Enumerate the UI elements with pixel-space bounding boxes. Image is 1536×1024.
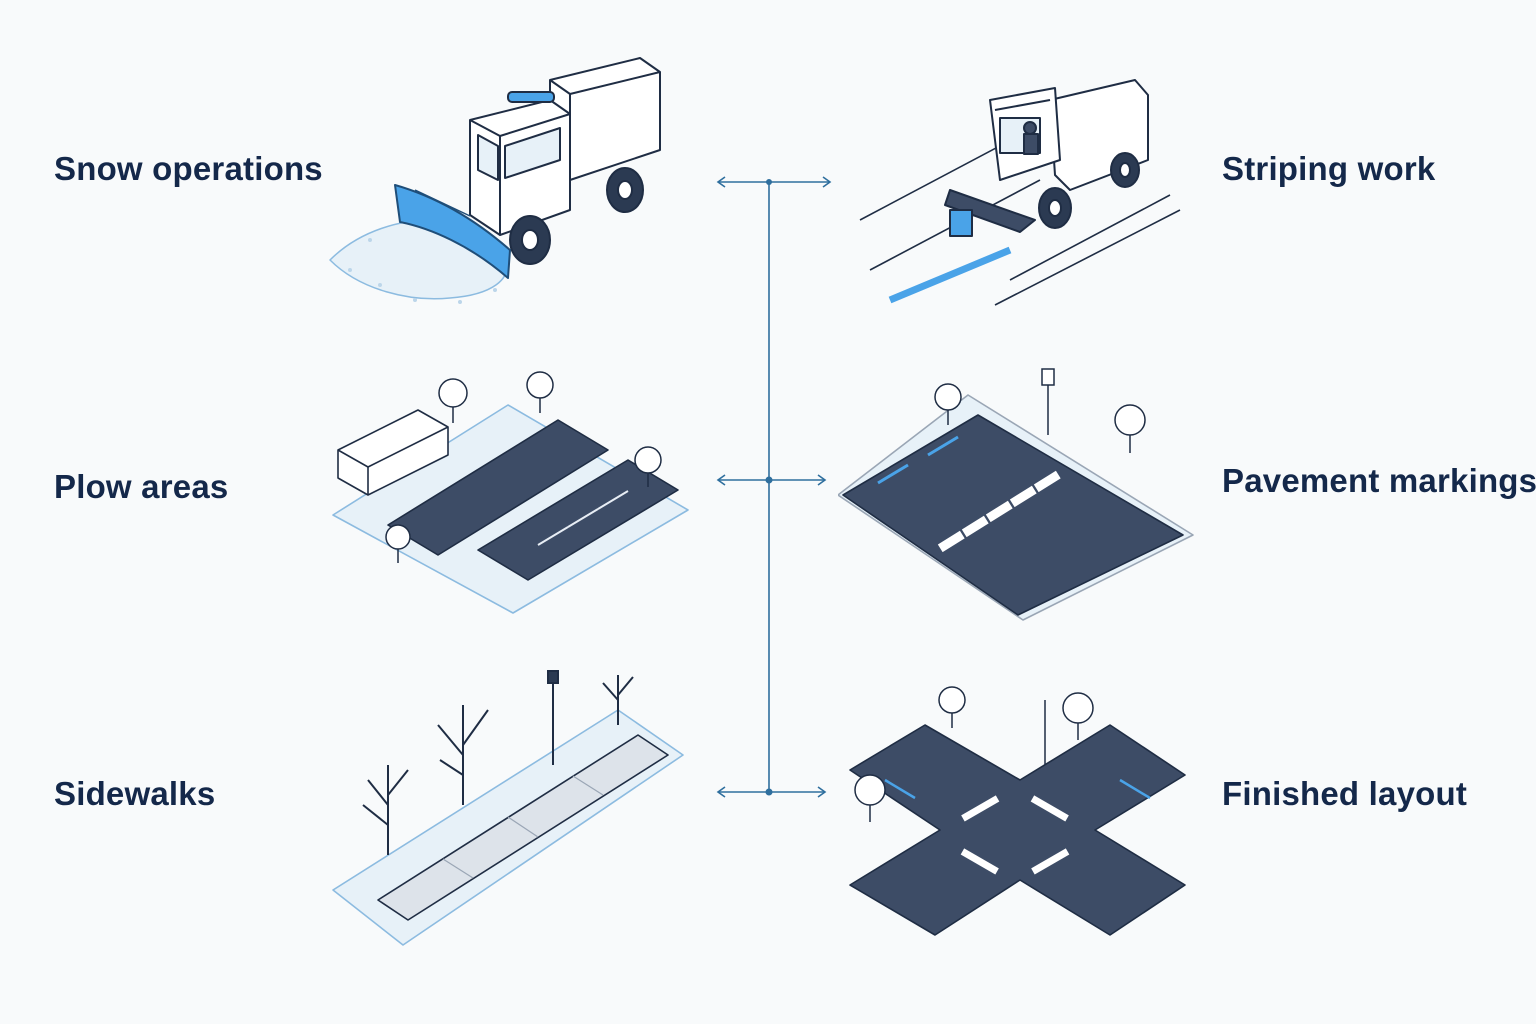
snowy-parking-lot-icon (332, 371, 689, 614)
label-plow-areas: Plow areas (54, 468, 229, 505)
snowy-sidewalk-icon (332, 670, 684, 946)
label-snow-operations: Snow operations (54, 150, 323, 187)
marked-parking-lot-icon (838, 368, 1194, 621)
intersection-layout-icon (849, 686, 1186, 936)
label-striping-work: Striping work (1222, 150, 1436, 187)
label-pavement-markings: Pavement markings (1222, 462, 1536, 499)
connector-lines (716, 176, 832, 798)
snow-plow-truck-icon (329, 57, 661, 304)
label-finished-layout: Finished layout (1222, 775, 1468, 812)
label-sidewalks: Sidewalks (54, 775, 216, 812)
line-striping-machine-icon (859, 79, 1181, 306)
